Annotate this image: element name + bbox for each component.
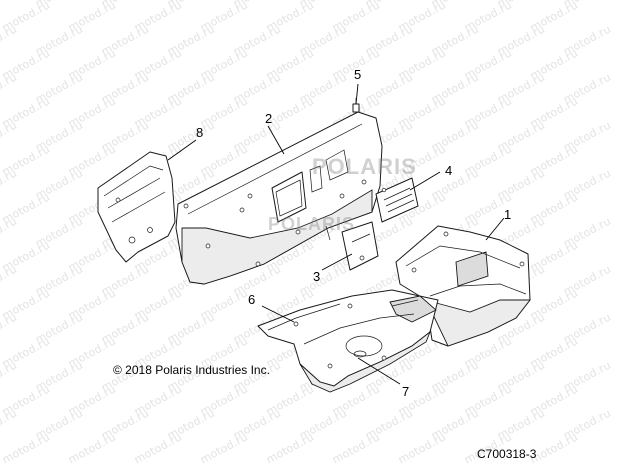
callout-8: 8 — [196, 125, 204, 140]
leader-1 — [485, 217, 505, 241]
part-3-small-panel — [341, 221, 379, 271]
part-8-side-pad — [97, 151, 176, 263]
leader-7 — [357, 357, 401, 385]
leader-2 — [267, 125, 285, 155]
figure-code: C700318-3 — [477, 447, 537, 461]
part-6-floor-pan — [257, 289, 439, 393]
part-2-rear-panel — [175, 111, 383, 285]
leader-4 — [409, 171, 441, 191]
callout-2: 2 — [265, 111, 273, 126]
leader-8 — [167, 139, 197, 161]
leader-6 — [261, 305, 295, 323]
callout-5: 5 — [354, 67, 362, 82]
leader-lines — [167, 83, 505, 385]
callout-4: 4 — [445, 163, 453, 178]
callout-7: 7 — [402, 384, 410, 399]
callout-3: 3 — [313, 269, 321, 284]
leader-5 — [355, 83, 359, 105]
callout-1: 1 — [504, 207, 512, 222]
leader-3 — [321, 253, 353, 271]
copyright-notice: © 2018 Polaris Industries Inc. — [113, 363, 270, 377]
background-logo: POLARIS — [268, 214, 356, 234]
background-logo: POLARIS — [312, 154, 417, 179]
part-4-access-cover — [375, 177, 419, 223]
callout-6: 6 — [248, 292, 256, 307]
